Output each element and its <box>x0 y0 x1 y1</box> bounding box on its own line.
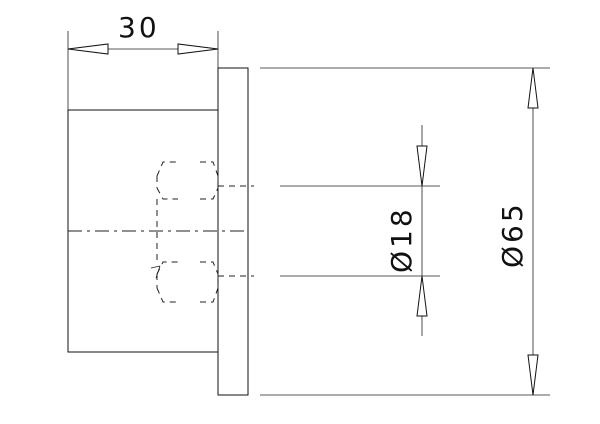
length-dimension-label: 30 <box>118 11 160 44</box>
length-dimension: 30 <box>67 11 219 110</box>
large-diameter-label: Ø65 <box>496 201 529 268</box>
flange-outline <box>217 67 249 396</box>
hidden-internal-features <box>150 161 219 303</box>
small-diameter-label: Ø18 <box>385 206 418 273</box>
small-diameter-dimension: Ø18 <box>385 125 428 336</box>
large-diameter-dimension: Ø65 <box>496 67 539 396</box>
